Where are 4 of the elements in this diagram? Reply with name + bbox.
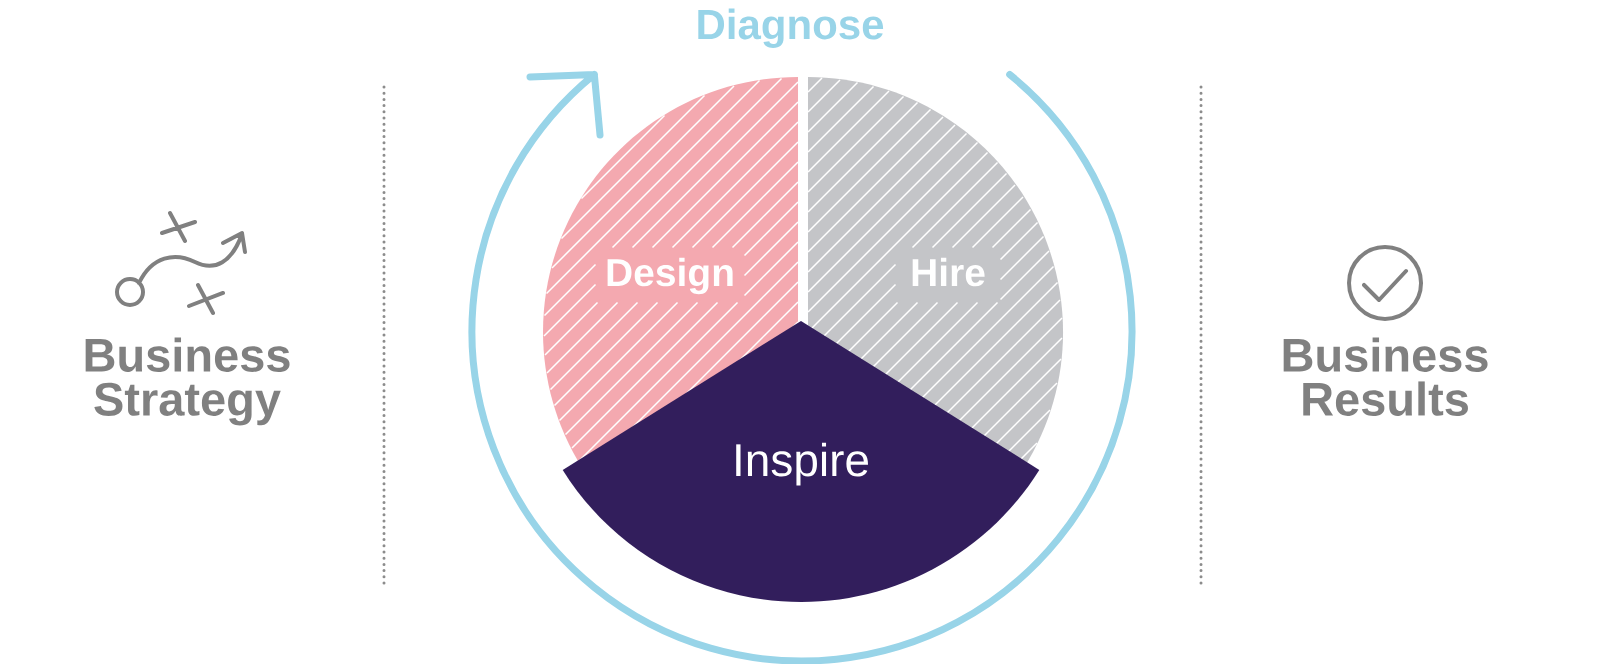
heading: Business Strategy	[85, 337, 290, 426]
arrow-label: Diagnose	[698, 8, 884, 48]
pie-segment: Inspire	[562, 321, 1040, 602]
heading: Business Results	[1283, 337, 1488, 416]
